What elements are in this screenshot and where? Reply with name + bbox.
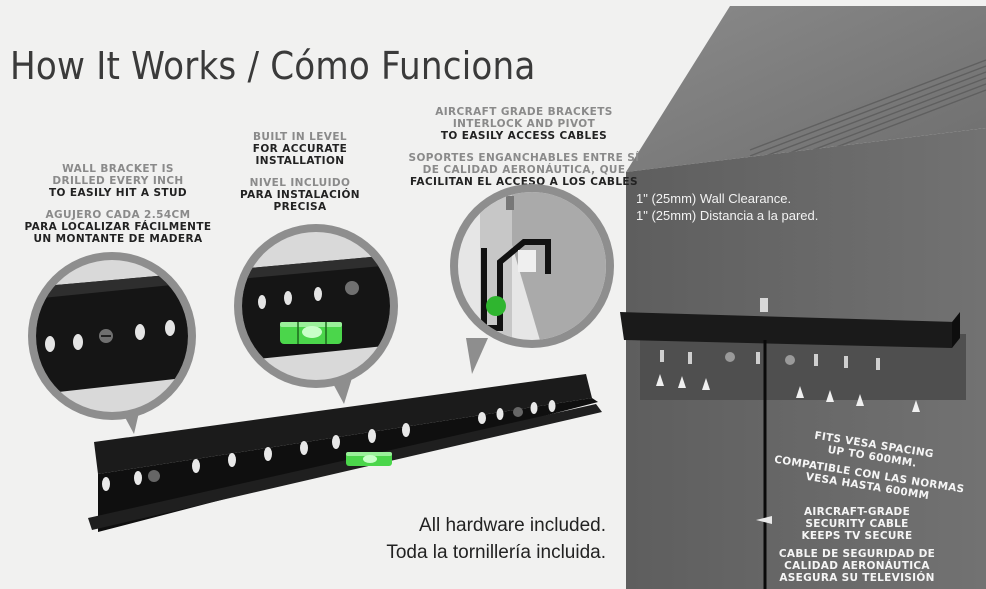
wall-bracket-en-line-3: TO EASILY HIT A STUD bbox=[48, 187, 188, 199]
level-es-line-1: NIVEL INCLUIDO bbox=[249, 177, 351, 189]
wall-bracket-es-line-3: UN MONTANTE DE MADERA bbox=[33, 233, 203, 245]
wall-bracket-en-line-2: DRILLED EVERY INCH bbox=[52, 175, 184, 187]
tv-illustration bbox=[620, 6, 986, 589]
brackets-es-line-1: SOPORTES ENGANCHABLES ENTRE SÍ bbox=[408, 152, 640, 164]
clearance-en: 1" (25mm) Wall Clearance. bbox=[636, 191, 792, 206]
level-en-line-3: INSTALLATION bbox=[255, 155, 345, 167]
cable-en-line-1: AIRCRAFT-GRADE bbox=[803, 506, 911, 518]
level-en-line-2: FOR ACCURATE bbox=[252, 143, 348, 155]
cable-es-line-1: CABLE DE SEGURIDAD DE bbox=[778, 548, 936, 560]
wall-bracket-en-line-1: WALL BRACKET IS bbox=[62, 163, 174, 175]
bracket-interlock-magnifier bbox=[450, 184, 614, 374]
brackets-es-line-2: DE CALIDAD AERONÁUTICA, QUE bbox=[422, 164, 626, 176]
level-en-line-1: BUILT IN LEVEL bbox=[252, 131, 347, 143]
wall-bracket-es-line-2: PARA LOCALIZAR FÁCILMENTE bbox=[24, 221, 212, 233]
brackets-en-line-2: INTERLOCK AND PIVOT bbox=[452, 118, 596, 130]
cable-en-line-2: SECURITY CABLE bbox=[805, 518, 909, 530]
level-es-line-3: PRECISA bbox=[273, 201, 327, 213]
hardware-caption: All hardware included. Toda la torniller… bbox=[340, 512, 606, 566]
clearance-text: 1" (25mm) Wall Clearance. 1" (25mm) Dist… bbox=[636, 190, 818, 224]
cable-es-line-3: ASEGURA SU TELEVISIÓN bbox=[779, 572, 935, 584]
wall-bracket-caption: WALL BRACKET IS DRILLED EVERY INCH TO EA… bbox=[14, 163, 222, 245]
cable-es-line-2: CALIDAD AERONÁUTICA bbox=[784, 560, 930, 572]
level-caption: BUILT IN LEVEL FOR ACCURATE INSTALLATION… bbox=[230, 131, 370, 213]
level-es-line-2: PARA INSTALACIÓN bbox=[240, 189, 360, 201]
wall-bracket-rail bbox=[88, 374, 602, 532]
cable-en-line-3: KEEPS TV SECURE bbox=[801, 530, 913, 542]
hardware-en: All hardware included. bbox=[419, 515, 606, 536]
brackets-en-line-3: TO EASILY ACCESS CABLES bbox=[440, 130, 608, 142]
cable-caption: AIRCRAFT-GRADE SECURITY CABLE KEEPS TV S… bbox=[772, 506, 942, 584]
drilled-holes-magnifier bbox=[28, 252, 196, 434]
brackets-caption: AIRCRAFT GRADE BRACKETS INTERLOCK AND PI… bbox=[408, 106, 640, 188]
hardware-es: Toda la tornillería incluida. bbox=[386, 542, 606, 563]
level-magnifier bbox=[234, 224, 398, 404]
clearance-es: 1" (25mm) Distancia a la pared. bbox=[636, 208, 819, 223]
page-title: How It Works / Cómo Funciona bbox=[10, 44, 536, 88]
brackets-es-line-3: FACILITAN EL ACCESO A LOS CABLES bbox=[410, 176, 638, 188]
wall-bracket-es-line-1: AGUJERO CADA 2.54CM bbox=[45, 209, 191, 221]
brackets-en-line-1: AIRCRAFT GRADE BRACKETS bbox=[435, 106, 613, 118]
